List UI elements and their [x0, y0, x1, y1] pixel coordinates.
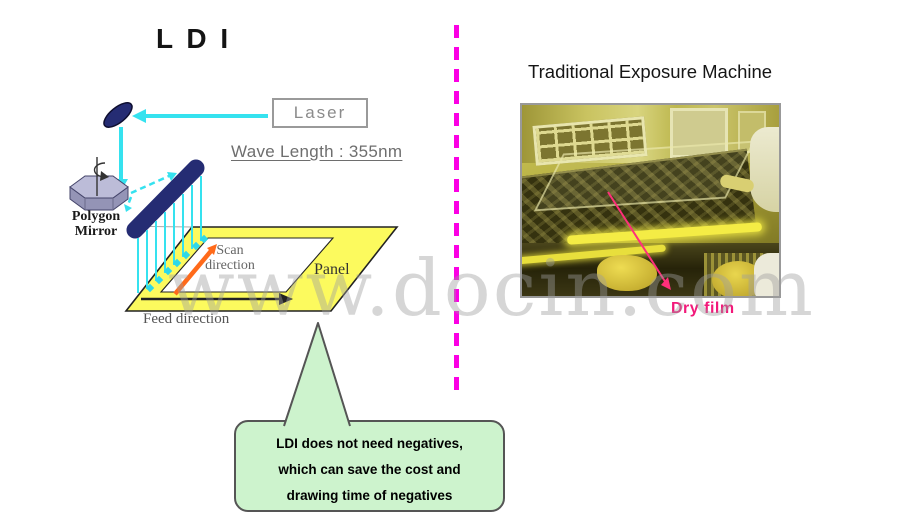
scan-direction-arrow [173, 244, 217, 296]
dry-film-arrow [607, 191, 671, 290]
ldi-title: L D I [156, 23, 232, 54]
scan-direction-label: Scan direction [205, 243, 255, 273]
scan-lines [137, 176, 202, 293]
laser-box: Laser [272, 98, 368, 128]
exposure-machine-photo [520, 103, 781, 298]
callout-bubble: LDI does not need negatives, which can s… [234, 420, 505, 512]
laser-label: Laser [293, 103, 347, 122]
panel-inner-window [159, 237, 335, 293]
feed-direction-label: Feed direction [143, 311, 230, 327]
scan-fan-beams [126, 174, 170, 206]
scan-fan-arrowhead-down [124, 204, 132, 212]
wavelength-label: Wave Length : 355nm [231, 142, 403, 161]
callout-line-1: LDI does not need negatives, [276, 436, 463, 451]
photo-glove [597, 255, 657, 291]
callout-line-2: which can save the cost and [278, 462, 461, 477]
polygon-mirror-label: Polygon Mirror [71, 209, 121, 239]
lens-bar [126, 159, 205, 239]
feed-direction-arrow [141, 293, 293, 305]
photo-sleeve [754, 253, 779, 296]
callout-line-3: drawing time of negatives [286, 488, 453, 503]
rotation-icon [93, 157, 109, 196]
laser-beam [132, 109, 268, 123]
callout-tail [283, 322, 351, 427]
fold-mirror-icon [103, 102, 133, 128]
laser-beam-arrowhead [132, 109, 146, 123]
dry-film-label: Dry film [671, 300, 735, 317]
panel-top-guide-line [149, 226, 194, 228]
right-title: Traditional Exposure Machine [528, 61, 773, 82]
polygon-mirror-icon [69, 175, 129, 211]
scan-fan-arrowhead-up [167, 172, 177, 181]
exposure-dots [145, 234, 209, 293]
divider-dashed-line [454, 25, 459, 392]
photo-sleeve [750, 127, 779, 212]
panel-label: Panel [314, 261, 350, 278]
